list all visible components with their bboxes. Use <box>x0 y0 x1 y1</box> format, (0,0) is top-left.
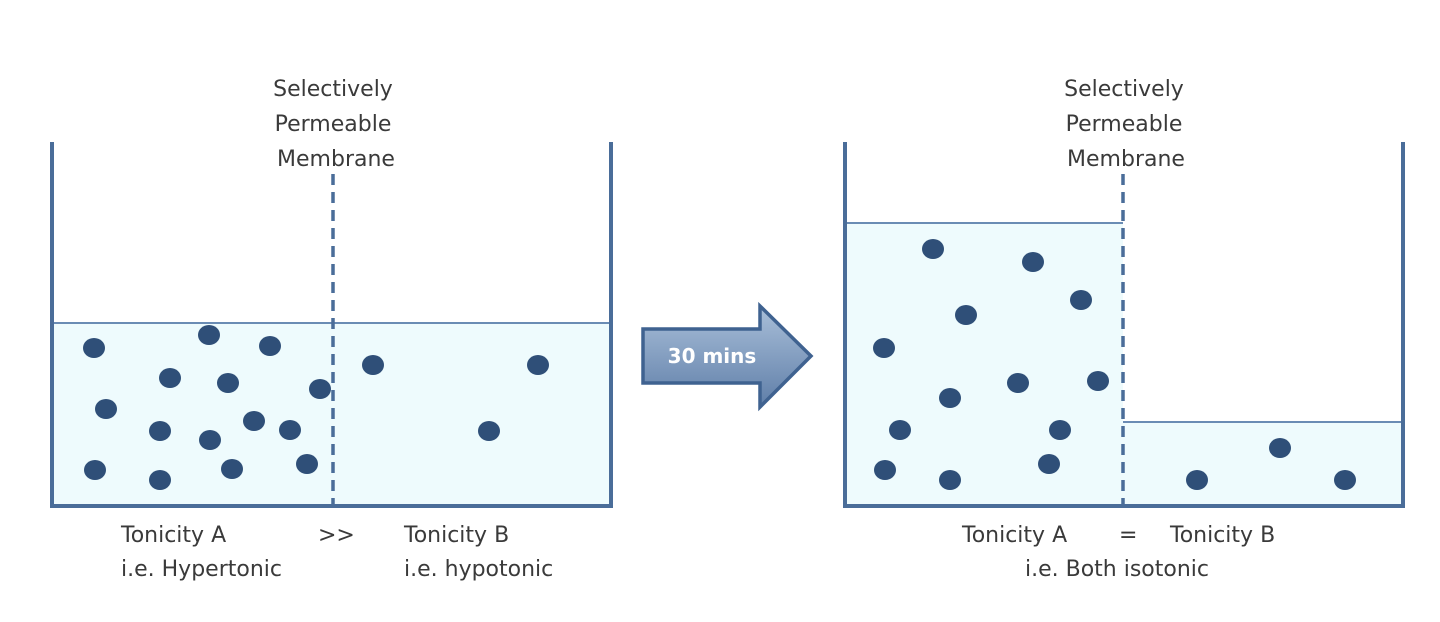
particles-before-side-a <box>83 325 331 490</box>
right-arrow-icon: 30 mins <box>641 301 814 412</box>
solute-particle <box>1070 290 1092 310</box>
solute-particle <box>221 459 243 479</box>
solute-particle <box>149 470 171 490</box>
solute-particle <box>84 460 106 480</box>
solute-particle <box>922 239 944 259</box>
particles-after-side-b <box>1186 438 1356 490</box>
liquid-after-side-a <box>845 223 1123 506</box>
membrane-label-after: Selectively Permeable Membrane <box>1064 77 1185 172</box>
liquid-after-side-b <box>1123 422 1403 506</box>
beaker-before <box>50 142 613 508</box>
solute-particle <box>309 379 331 399</box>
solute-particle <box>1186 470 1208 490</box>
solute-particle <box>1022 252 1044 272</box>
tonicity-a-subtitle-before: i.e. Hypertonic <box>121 557 282 582</box>
solute-particle <box>217 373 239 393</box>
tonicity-a-label-after: Tonicity A <box>961 523 1067 548</box>
solute-particle <box>296 454 318 474</box>
solute-particle <box>198 325 220 345</box>
comparison-symbol-before: >> <box>318 523 355 548</box>
solute-particle <box>1007 373 1029 393</box>
membrane-label-line: Membrane <box>1067 147 1185 172</box>
solute-particle <box>199 430 221 450</box>
solute-particle <box>527 355 549 375</box>
tonicity-b-subtitle-before: i.e. hypotonic <box>404 557 553 582</box>
beaker-after <box>843 142 1405 508</box>
particles-before-side-b <box>362 355 549 441</box>
liquid-before-side-b <box>333 323 611 506</box>
solute-particle <box>279 420 301 440</box>
solute-particle <box>1038 454 1060 474</box>
solute-particle <box>1087 371 1109 391</box>
isotonic-subtitle-after: i.e. Both isotonic <box>1025 557 1209 582</box>
tonicity-b-label-after: Tonicity B <box>1169 523 1275 548</box>
solute-particle <box>1049 420 1071 440</box>
solute-particle <box>873 338 895 358</box>
solute-particle <box>362 355 384 375</box>
duration-label: 30 mins <box>668 344 757 368</box>
membrane-label-line: Selectively <box>1064 77 1184 102</box>
solute-particle <box>159 368 181 388</box>
solute-particle <box>83 338 105 358</box>
beaker-after-outline <box>843 142 1405 508</box>
comparison-symbol-after: = <box>1119 523 1137 548</box>
solute-particle <box>1334 470 1356 490</box>
solute-particle <box>874 460 896 480</box>
solute-particle <box>955 305 977 325</box>
solute-particle <box>243 411 265 431</box>
membrane-label-line: Membrane <box>277 147 395 172</box>
beaker-before-outline <box>50 142 613 508</box>
membrane-label-line: Permeable <box>1066 112 1183 137</box>
solute-particle <box>889 420 911 440</box>
tonicity-b-label-before: Tonicity B <box>403 523 509 548</box>
solute-particle <box>1269 438 1291 458</box>
membrane-label-line: Permeable <box>275 112 392 137</box>
solute-particle <box>939 388 961 408</box>
solute-particle <box>939 470 961 490</box>
solute-particle <box>259 336 281 356</box>
solute-particle <box>149 421 171 441</box>
membrane-label-line: Selectively <box>273 77 393 102</box>
membrane-label-before: Selectively Permeable Membrane <box>273 77 395 172</box>
particles-after-side-a <box>873 239 1109 490</box>
solute-particle <box>478 421 500 441</box>
tonicity-a-label-before: Tonicity A <box>120 523 226 548</box>
solute-particle <box>95 399 117 419</box>
